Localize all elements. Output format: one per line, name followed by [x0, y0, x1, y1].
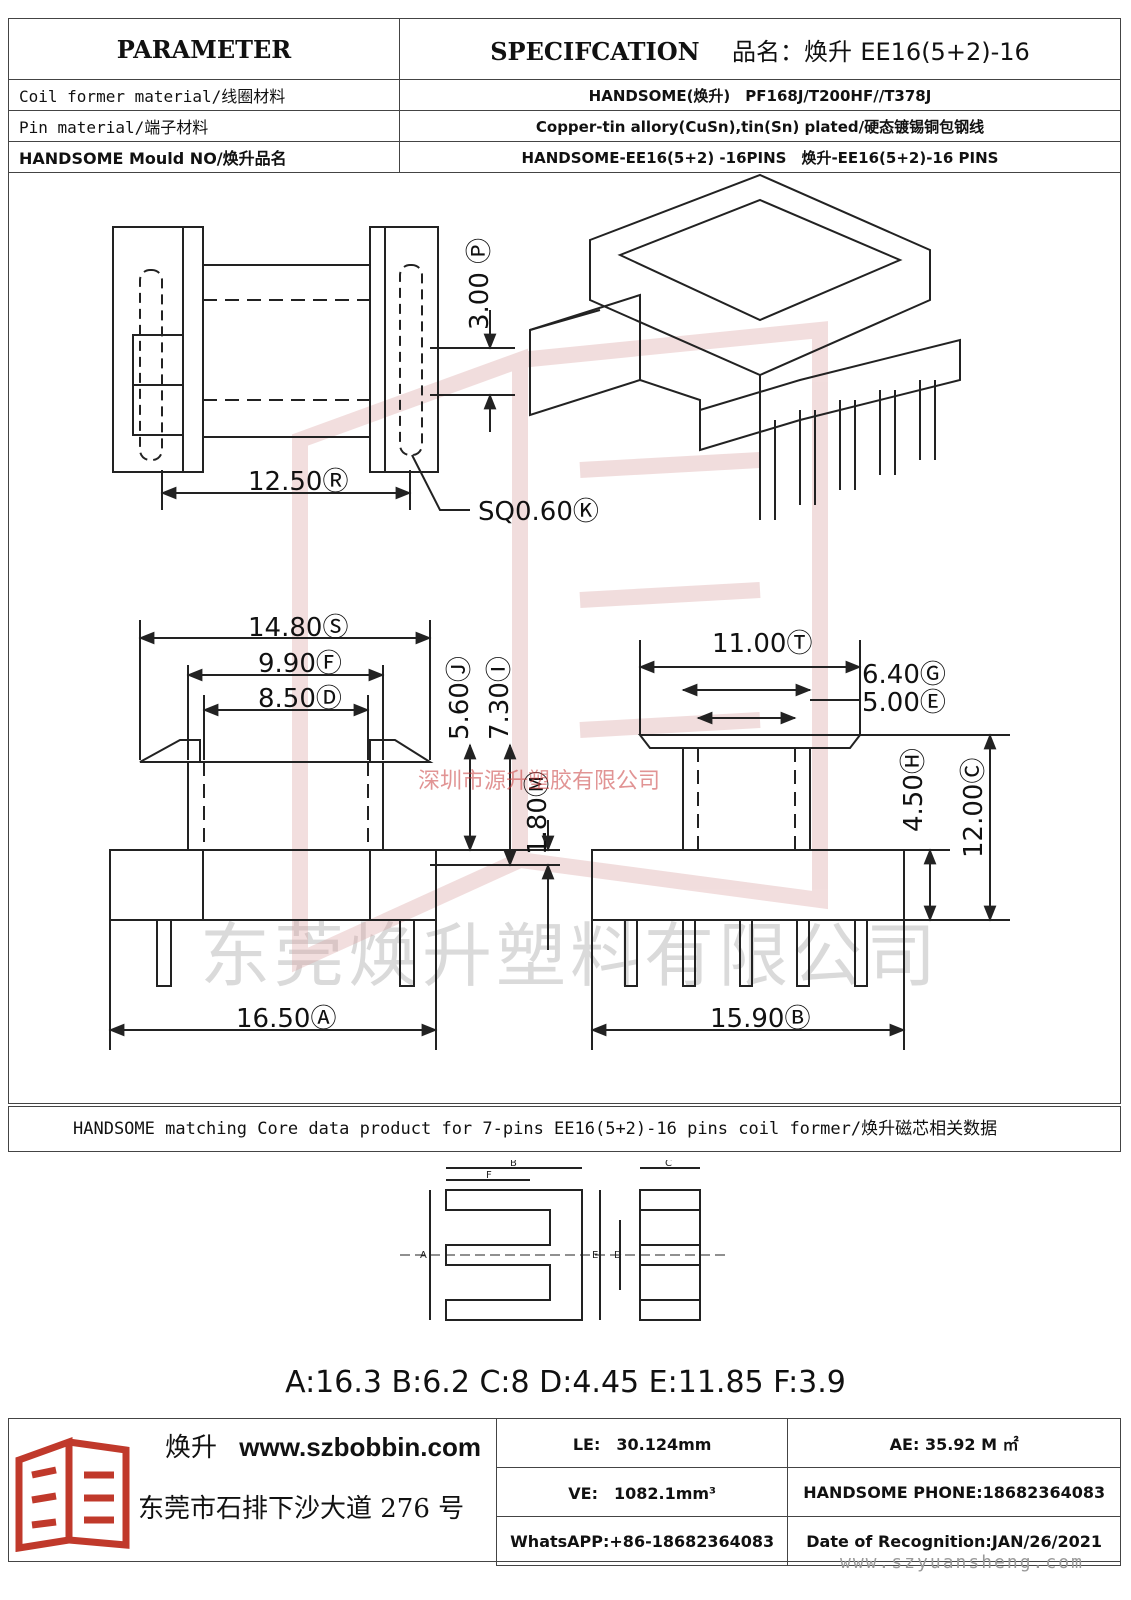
dim-S: 14.80Ⓢ: [248, 613, 348, 643]
parameter-heading: PARAMETER: [8, 18, 400, 80]
dim-G: 6.40Ⓖ: [862, 660, 946, 690]
handsome-logo-icon: [15, 1437, 130, 1552]
ae-value: AE: 35.92 M ㎡: [787, 1418, 1121, 1468]
front-view: [108, 620, 560, 1050]
dim-I: 7.30Ⓘ: [485, 656, 515, 740]
core-label-D: D: [614, 1250, 622, 1261]
footer-website[interactable]: www.szbobbin.com: [239, 1432, 481, 1462]
dim-B: 15.90Ⓑ: [710, 1004, 810, 1034]
technical-drawing: 3.00 Ⓟ 12.50Ⓡ SQ0.60Ⓚ 14.80Ⓢ 9.90Ⓕ 8.50Ⓓ…: [108, 173, 1010, 1050]
logo-watermark: [292, 321, 828, 973]
dim-K: SQ0.60Ⓚ: [478, 497, 599, 527]
core-label-F: F: [486, 1170, 492, 1181]
end-view: [590, 640, 1010, 1050]
pin-material-value: Copper-tin allory(CuSn),tin(Sn) plated/硬…: [399, 110, 1121, 142]
specification-heading: SPECIFCATION 品名：焕升 EE16(5+2)-16: [399, 18, 1121, 80]
core-drawing: B F A E D C: [400, 1160, 730, 1321]
dim-E: 5.00Ⓔ: [862, 688, 946, 718]
phone-value: HANDSOME PHONE:18682364083: [787, 1467, 1121, 1517]
url-watermark: www.szyuansheng.com: [840, 1552, 1084, 1573]
pin-material-label: Pin material/端子材料: [8, 110, 400, 142]
dim-C: 12.00Ⓒ: [959, 758, 989, 858]
spec-header-table: PARAMETER SPECIFCATION 品名：焕升 EE16(5+2)-1…: [8, 18, 1121, 173]
core-label-C: C: [665, 1160, 672, 1169]
dim-P: 3.00 Ⓟ: [465, 238, 495, 330]
recognition-date: Date of Recognition:JAN/26/2021: [787, 1516, 1121, 1566]
ve-value: VE: 1082.1mm³: [495, 1467, 789, 1517]
core-label-E: E: [592, 1250, 598, 1261]
dim-R: 12.50Ⓡ: [248, 467, 348, 497]
side-view: [112, 226, 515, 511]
core-data-title: HANDSOME matching Core data product for …: [8, 1106, 1121, 1152]
mould-no-value: HANDSOME-EE16(5+2) -16PINS 焕升-EE16(5+2)-…: [399, 141, 1121, 173]
dim-M: 1.80Ⓜ: [523, 771, 553, 855]
core-label-B: B: [510, 1160, 517, 1169]
shenzhen-watermark: 深圳市源升塑胶有限公司: [418, 769, 661, 794]
isometric-view: [529, 173, 961, 520]
dim-H: 4.50Ⓗ: [899, 748, 929, 832]
magnetic-params-table: LE: 30.124mm AE: 35.92 M ㎡ VE: 1082.1mm³…: [495, 1418, 1121, 1566]
mould-no-label: HANDSOME Mould NO/焕升品名: [8, 141, 400, 173]
core-label-A: A: [420, 1250, 427, 1261]
coil-material-value: HANDSOME(焕升) PF168J/T200HF//T378J: [399, 79, 1121, 111]
dim-D: 8.50Ⓓ: [258, 684, 342, 714]
dim-F: 9.90Ⓕ: [258, 649, 342, 679]
coil-material-label: Coil former material/线圈材料: [8, 79, 400, 111]
le-value: LE: 30.124mm: [495, 1418, 789, 1468]
dim-T: 11.00Ⓣ: [712, 629, 812, 659]
dimension-labels: 3.00 Ⓟ 12.50Ⓡ SQ0.60Ⓚ 14.80Ⓢ 9.90Ⓕ 8.50Ⓓ…: [236, 238, 989, 1034]
dim-A: 16.50Ⓐ: [236, 1004, 336, 1034]
whatsapp-value: WhatsAPP:+86-18682364083: [495, 1516, 789, 1566]
footer-brand: 焕升: [165, 1433, 218, 1463]
core-dimensions: A:16.3 B:6.2 C:8 D:4.45 E:11.85 F:3.9: [285, 1365, 846, 1400]
company-watermark: 东莞焕升塑料有限公司: [200, 915, 940, 997]
footer-address: 东莞市石排下沙大道 276 号: [138, 1494, 465, 1524]
dim-J: 5.60Ⓙ: [445, 656, 475, 740]
drawing-area: [8, 172, 1121, 1104]
